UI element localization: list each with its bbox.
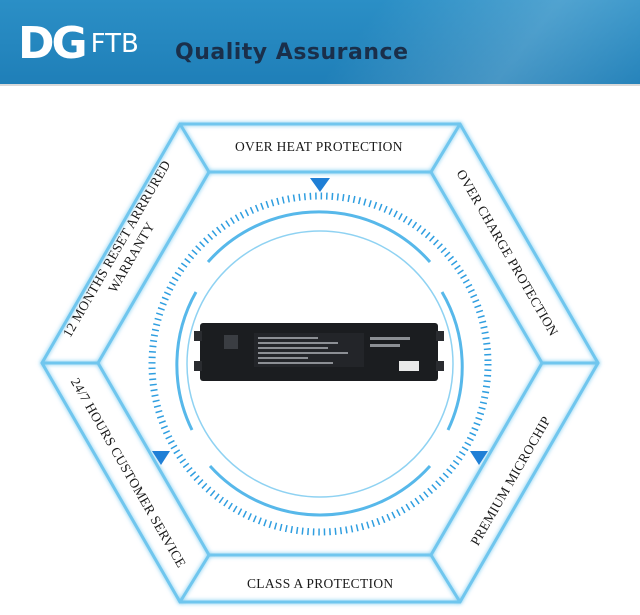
arc-ring	[175, 210, 464, 517]
feature-class-a: CLASS A PROTECTION	[247, 576, 394, 591]
hexagon-connectors	[42, 123, 598, 603]
inner-ring	[186, 230, 454, 498]
header-divider	[0, 84, 640, 86]
logo-mark: DG	[18, 18, 88, 69]
brand-logo: DG FTB	[18, 22, 139, 66]
header-banner: DG FTB Quality Assurance	[0, 0, 640, 84]
arrow-top	[310, 178, 330, 192]
arrow-left	[152, 451, 170, 465]
logo-text: FTB	[90, 29, 139, 59]
tagline: Quality Assurance	[175, 40, 409, 65]
tick-ring	[148, 192, 492, 536]
feature-over-heat: OVER HEAT PROTECTION	[235, 139, 403, 154]
battery-image	[194, 323, 444, 381]
arrow-right	[470, 451, 488, 465]
